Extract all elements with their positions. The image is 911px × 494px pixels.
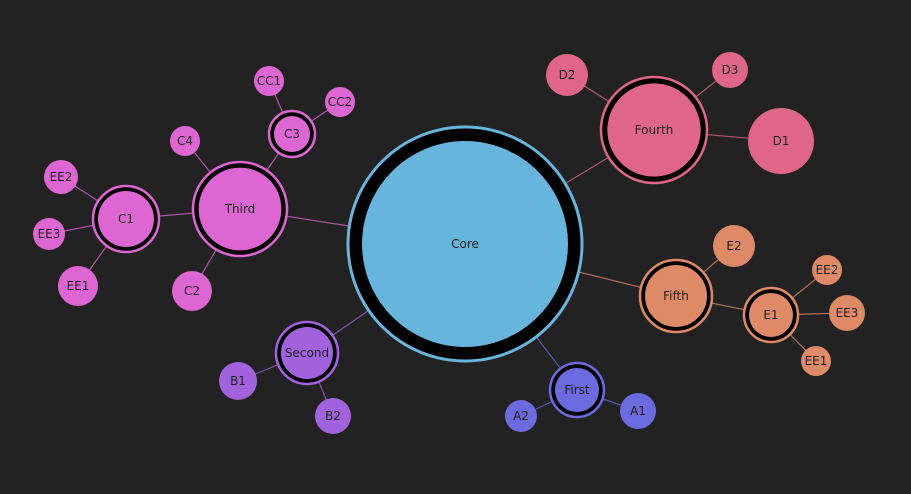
node-fill [801,346,831,376]
node-fill [620,393,656,429]
node-fill [198,167,282,251]
node-c1[interactable]: C1 [91,184,161,254]
node-third[interactable]: Third [191,160,289,258]
node-label: C2 [184,284,200,298]
node-label: Fifth [663,289,689,303]
node-cc2[interactable]: CC2 [325,87,355,117]
node-label: B1 [230,374,246,388]
node-label: A2 [513,409,529,423]
node-fill [219,362,257,400]
node-fill [58,266,98,306]
node-b1[interactable]: B1 [219,362,257,400]
node-label: B2 [325,409,341,423]
node-fill [555,368,599,412]
node-label: E1 [763,308,778,322]
node-fill [645,265,707,327]
node-label: Second [285,346,329,360]
node-label: Fourth [635,123,674,137]
node-d1[interactable]: D1 [748,108,814,174]
node-label: EE1 [805,354,828,368]
node-fill [98,191,154,247]
node-fill [281,327,333,379]
node-fill [325,87,355,117]
node-fill [505,400,537,432]
node-fill [274,116,310,152]
node-fill [712,52,748,88]
node-label: C4 [177,134,193,148]
node-e2[interactable]: E2 [713,225,755,267]
node-label: D2 [559,68,576,82]
node-c4[interactable]: C4 [170,126,200,156]
node-fill [315,398,351,434]
node-label: EE2 [50,170,73,184]
node-label: Core [451,237,479,251]
node-fill [812,255,842,285]
node-fill [748,108,814,174]
node-a1[interactable]: A1 [620,393,656,429]
node-label: First [564,383,590,397]
node-fill [749,293,793,337]
node-fill [170,126,200,156]
node-b2[interactable]: B2 [315,398,351,434]
node-fill [713,225,755,267]
node-label: EE2 [816,263,839,277]
node-label: D1 [773,134,790,148]
node-fill [33,218,65,250]
node-c2[interactable]: C2 [172,271,212,311]
node-fill [362,141,568,347]
node-a2[interactable]: A2 [505,400,537,432]
node-c_ee3[interactable]: EE3 [33,218,65,250]
node-e_ee2[interactable]: EE2 [812,255,842,285]
node-fill [546,54,588,96]
node-second[interactable]: Second [274,320,340,386]
node-label: A1 [630,404,646,418]
node-fourth[interactable]: Fourth [599,75,709,185]
node-e1[interactable]: E1 [742,286,800,344]
node-c_ee1[interactable]: EE1 [58,266,98,306]
node-label: EE3 [836,306,859,320]
node-d3[interactable]: D3 [712,52,748,88]
node-first[interactable]: First [548,361,606,419]
node-c3[interactable]: C3 [267,109,317,159]
node-fill [607,83,701,177]
node-e_ee1[interactable]: EE1 [801,346,831,376]
node-e_ee3[interactable]: EE3 [829,295,865,331]
node-fill [44,160,78,194]
node-c_ee2[interactable]: EE2 [44,160,78,194]
node-label: EE1 [67,279,90,293]
node-fill [829,295,865,331]
node-label: CC2 [328,95,352,109]
node-core[interactable]: Core [346,125,584,363]
node-cc1[interactable]: CC1 [254,66,284,96]
node-label: Third [224,202,256,216]
node-fill [254,66,284,96]
node-label: E2 [726,239,741,253]
node-label: C1 [118,212,134,226]
node-label: EE3 [38,227,61,241]
node-label: CC1 [257,74,281,88]
node-fill [172,271,212,311]
node-d2[interactable]: D2 [546,54,588,96]
node-label: C3 [284,127,300,141]
node-label: D3 [722,63,739,77]
node-fifth[interactable]: Fifth [638,258,714,334]
